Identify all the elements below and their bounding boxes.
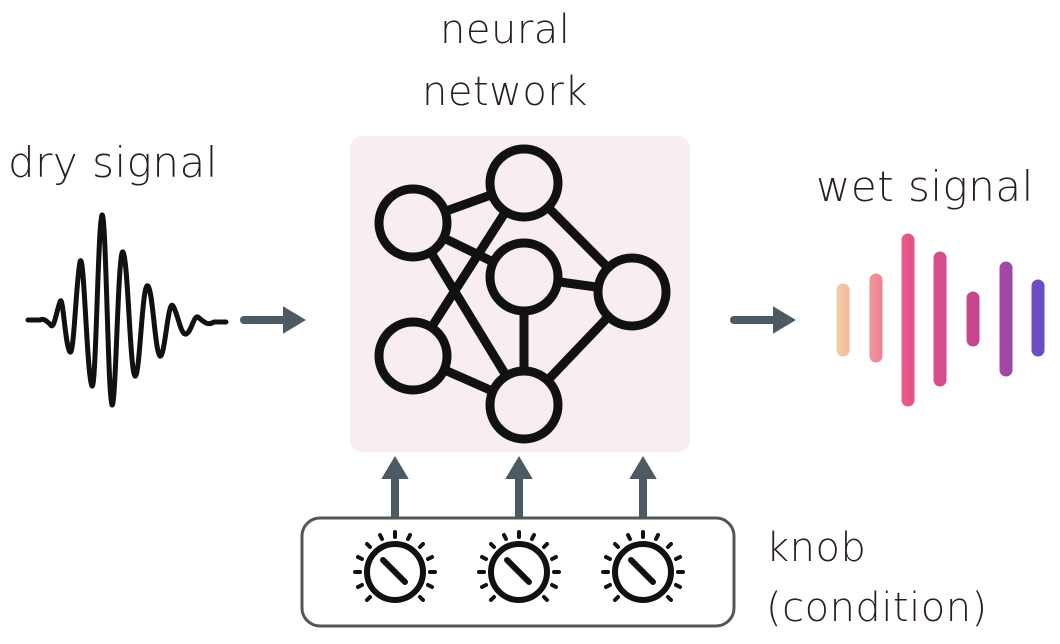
network-node <box>485 366 563 444</box>
network-node <box>485 238 563 316</box>
wet-signal-label: wet signal <box>816 162 1034 211</box>
knob-icon[interactable] <box>601 530 685 603</box>
dry-signal-label: dry signal <box>8 138 218 187</box>
gradient-bars-icon <box>836 233 1045 407</box>
network-title-line2: network <box>422 69 588 115</box>
knob-label-line2: (condition) <box>766 585 988 631</box>
knob-label-line1: knob <box>766 525 867 571</box>
flow-arrows <box>240 306 796 522</box>
waveform-icon <box>25 212 229 408</box>
knob-icon[interactable] <box>353 530 437 603</box>
network-node <box>374 184 452 262</box>
network-node <box>485 144 563 222</box>
network-node <box>374 317 452 395</box>
network-node <box>593 253 671 331</box>
neural-network-icon <box>374 144 671 444</box>
network-title-line1: neural <box>440 7 571 53</box>
knob-icon[interactable] <box>477 530 561 603</box>
